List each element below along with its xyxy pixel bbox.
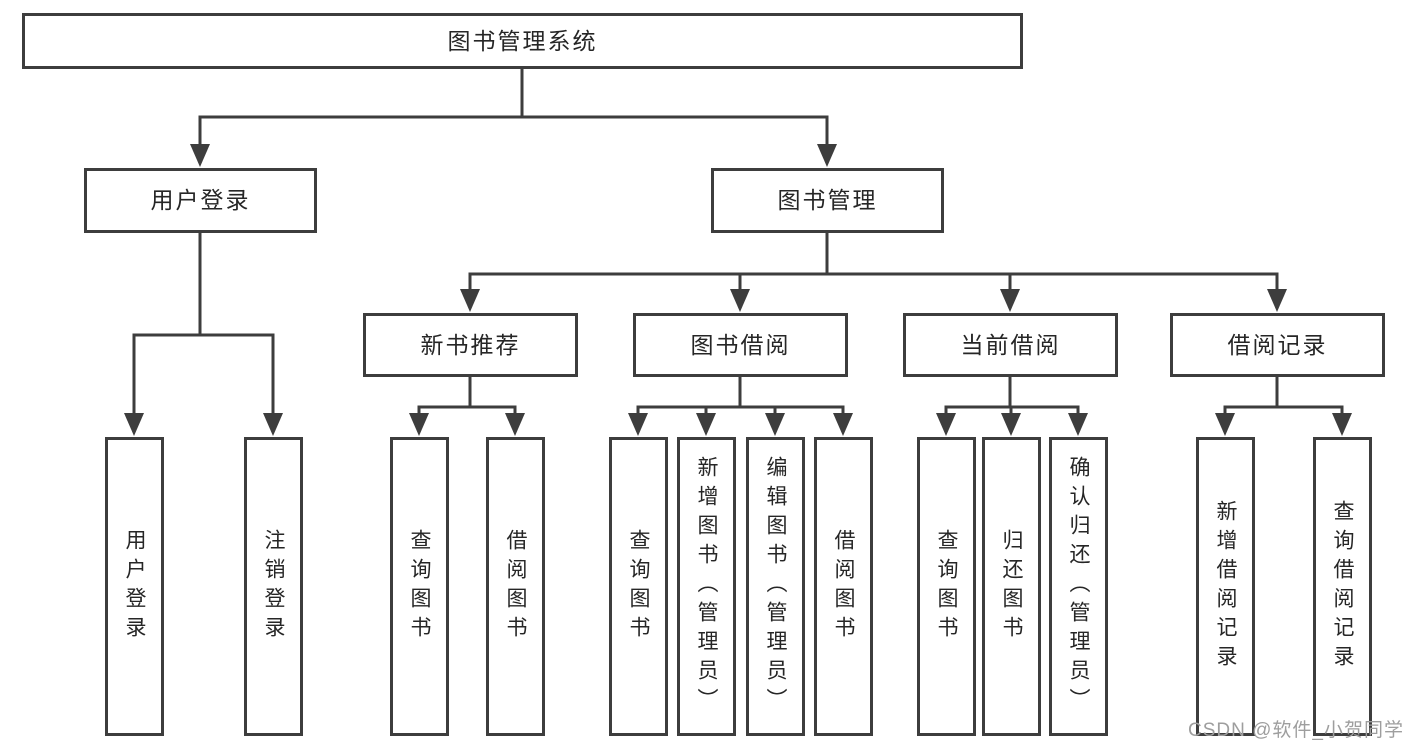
arrowhead-icon xyxy=(190,144,210,167)
node-leaf-add-record: 新增借阅记录 xyxy=(1196,437,1255,736)
node-leaf-query-book-1: 查询图书 xyxy=(390,437,449,736)
arrowhead-icon xyxy=(730,289,750,312)
arrowhead-icon xyxy=(817,144,837,167)
node-label-current-borrow: 当前借阅 xyxy=(960,331,1061,358)
arrowhead-icon xyxy=(696,413,716,436)
node-label-book-borrow: 图书借阅 xyxy=(690,331,791,358)
node-leaf-borrow-book-1: 借阅图书 xyxy=(486,437,545,736)
node-leaf-borrow-book-2: 借阅图书 xyxy=(814,437,873,736)
arrowhead-icon xyxy=(124,413,144,436)
node-user-login: 用户登录 xyxy=(84,168,317,233)
node-leaf-user-login: 用户登录 xyxy=(105,437,164,736)
node-current-borrow: 当前借阅 xyxy=(903,313,1118,377)
node-label-leaf-add-record: 新增借阅记录 xyxy=(1214,499,1238,674)
arrowhead-icon xyxy=(505,413,525,436)
arrowhead-icon xyxy=(1068,413,1088,436)
node-leaf-query-record: 查询借阅记录 xyxy=(1313,437,1372,736)
node-label-leaf-borrow-book-1: 借阅图书 xyxy=(504,528,528,645)
node-leaf-confirm-return: 确认归还（管理员） xyxy=(1049,437,1108,736)
node-leaf-edit-book: 编辑图书（管理员） xyxy=(746,437,805,736)
node-leaf-query-book-3: 查询图书 xyxy=(917,437,976,736)
arrowhead-icon xyxy=(409,413,429,436)
node-label-leaf-edit-book: 编辑图书（管理员） xyxy=(764,456,788,717)
arrowhead-icon xyxy=(1000,289,1020,312)
arrowhead-icon xyxy=(1001,413,1021,436)
node-book-mgmt: 图书管理 xyxy=(711,168,944,233)
node-label-new-book-rec: 新书推荐 xyxy=(420,331,521,358)
arrowhead-icon xyxy=(263,413,283,436)
arrowhead-icon xyxy=(936,413,956,436)
node-leaf-add-book: 新增图书（管理员） xyxy=(677,437,736,736)
node-label-leaf-query-book-3: 查询图书 xyxy=(935,528,959,645)
node-label-leaf-logout: 注销登录 xyxy=(262,528,286,645)
node-label-book-mgmt: 图书管理 xyxy=(777,187,878,213)
node-label-root: 图书管理系统 xyxy=(447,27,598,54)
arrowhead-icon xyxy=(1267,289,1287,312)
node-new-book-rec: 新书推荐 xyxy=(363,313,578,377)
node-label-leaf-query-book-1: 查询图书 xyxy=(408,528,432,645)
arrowhead-icon xyxy=(765,413,785,436)
arrowhead-icon xyxy=(1215,413,1235,436)
node-label-leaf-confirm-return: 确认归还（管理员） xyxy=(1067,456,1091,717)
node-leaf-logout: 注销登录 xyxy=(244,437,303,736)
arrowhead-icon xyxy=(833,413,853,436)
node-root: 图书管理系统 xyxy=(22,13,1023,69)
node-leaf-query-book-2: 查询图书 xyxy=(609,437,668,736)
arrowhead-icon xyxy=(460,289,480,312)
node-label-leaf-return-book: 归还图书 xyxy=(1000,528,1024,645)
node-label-leaf-add-book: 新增图书（管理员） xyxy=(695,456,719,717)
arrowhead-icon xyxy=(1332,413,1352,436)
node-label-borrow-records: 借阅记录 xyxy=(1227,331,1328,358)
node-label-leaf-query-book-2: 查询图书 xyxy=(627,528,651,645)
node-borrow-records: 借阅记录 xyxy=(1170,313,1385,377)
node-label-leaf-user-login: 用户登录 xyxy=(123,528,147,645)
node-label-user-login: 用户登录 xyxy=(150,187,251,213)
node-book-borrow: 图书借阅 xyxy=(633,313,848,377)
node-label-leaf-query-record: 查询借阅记录 xyxy=(1331,499,1355,674)
watermark: CSDN @软件_小贺同学 xyxy=(1188,720,1404,741)
arrowhead-icon xyxy=(628,413,648,436)
node-label-leaf-borrow-book-2: 借阅图书 xyxy=(832,528,856,645)
node-leaf-return-book: 归还图书 xyxy=(982,437,1041,736)
